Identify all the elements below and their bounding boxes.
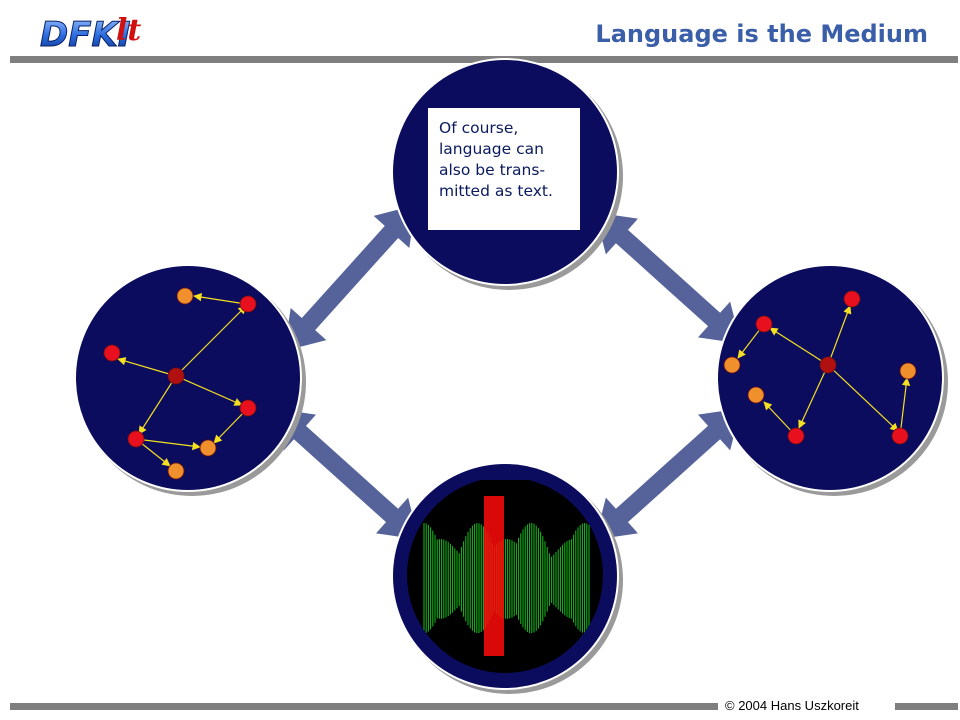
network-node [843, 290, 861, 308]
speaker-right-circle [716, 264, 944, 492]
network-node [747, 386, 765, 404]
network-node [723, 356, 741, 374]
network-node [103, 344, 121, 362]
network-node [891, 427, 909, 445]
header-divider [10, 56, 958, 63]
semantic-network-left [117, 292, 249, 467]
text-line: mitted as text. [439, 182, 553, 200]
text-line: also be trans- [439, 161, 546, 179]
dfki-lt-logo: DFKI lt [40, 13, 142, 54]
network-node [127, 430, 145, 448]
network-node [819, 356, 837, 374]
double-arrow-bottom-left [273, 408, 419, 540]
network-node [176, 287, 194, 305]
double-arrow-top-right [595, 212, 741, 344]
network-node [167, 367, 185, 385]
sound-wave-icon [407, 480, 603, 673]
network-node [755, 315, 773, 333]
svg-text:lt: lt [116, 13, 141, 48]
text-line: language can [439, 140, 544, 158]
network-node [239, 399, 257, 417]
text-box: Of course, language can also be trans- m… [428, 108, 580, 230]
network-node [199, 439, 217, 457]
network-node [787, 427, 805, 445]
footer-divider-left [10, 703, 718, 710]
footer-divider-right [895, 703, 958, 710]
double-arrow-bottom-right [595, 408, 741, 540]
network-node [167, 462, 185, 480]
double-arrow-top-left [284, 205, 416, 351]
copyright-text: © 2004 Hans Uszkoreit [725, 698, 859, 713]
text-line: Of course, [439, 119, 519, 137]
network-node [899, 362, 917, 380]
page-title: Language is the Medium [595, 20, 928, 48]
semantic-network-right [737, 305, 911, 437]
network-node [239, 295, 257, 313]
svg-text:DFKI: DFKI [40, 15, 130, 54]
